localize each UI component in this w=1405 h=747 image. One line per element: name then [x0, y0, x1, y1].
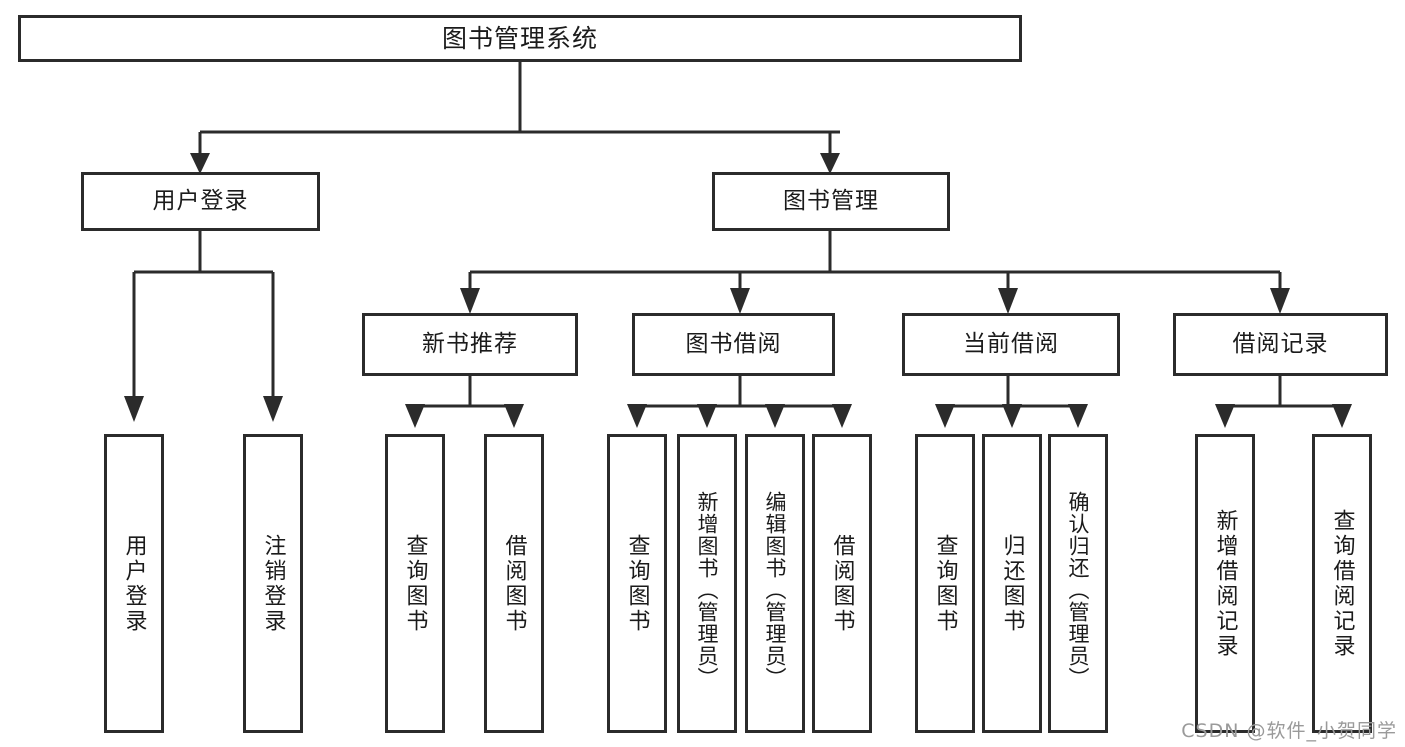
node-leaf-user-login[interactable]: 用户登录 [104, 434, 164, 733]
arrow-leaf-user-logout [263, 396, 283, 422]
node-leaf-rec-borrow-label: 借阅图书 [501, 533, 527, 634]
node-current-borrow-label: 当前借阅 [963, 331, 1059, 358]
node-leaf-rec-query-label: 查询图书 [402, 533, 428, 634]
node-leaf-rec-add-label: 新增借阅记录 [1212, 508, 1238, 659]
arrow-new-book-rec [460, 288, 480, 314]
arrow-leaf-rec-query-record [1332, 404, 1352, 428]
node-leaf-rec-query-record-label: 查询借阅记录 [1329, 508, 1355, 659]
arrow-current-borrow [998, 288, 1018, 314]
node-current-borrow[interactable]: 当前借阅 [902, 313, 1120, 376]
arrow-book-manage [820, 153, 840, 174]
arrow-book-borrow [730, 288, 750, 314]
node-book-borrow-label: 图书借阅 [685, 331, 782, 358]
node-leaf-borrow-edit-label: 编辑图书（管理员） [763, 490, 788, 689]
node-leaf-borrow-edit[interactable]: 编辑图书（管理员） [745, 434, 805, 733]
node-leaf-cur-query[interactable]: 查询图书 [915, 434, 975, 733]
node-root[interactable]: 图书管理系统 [18, 15, 1022, 62]
node-borrow-record[interactable]: 借阅记录 [1173, 313, 1388, 376]
arrow-leaf-borrow-query [627, 404, 647, 428]
node-leaf-borrow-query[interactable]: 查询图书 [607, 434, 667, 733]
node-leaf-cur-confirm[interactable]: 确认归还（管理员） [1048, 434, 1108, 733]
arrow-borrow-record [1270, 288, 1290, 314]
node-leaf-user-logout-label: 注销登录 [260, 533, 286, 634]
node-leaf-cur-confirm-label: 确认归还（管理员） [1066, 490, 1091, 689]
node-user-login-label: 用户登录 [152, 188, 249, 215]
arrow-leaf-cur-query [935, 404, 955, 428]
node-book-manage-label: 图书管理 [783, 188, 879, 215]
node-user-login[interactable]: 用户登录 [81, 172, 320, 231]
node-leaf-cur-return[interactable]: 归还图书 [982, 434, 1042, 733]
node-leaf-user-login-label: 用户登录 [121, 533, 147, 634]
node-book-borrow[interactable]: 图书借阅 [632, 313, 835, 376]
node-leaf-borrow-add[interactable]: 新增图书（管理员） [677, 434, 737, 733]
node-leaf-borrow-add-label: 新增图书（管理员） [695, 490, 720, 689]
node-leaf-rec-borrow[interactable]: 借阅图书 [484, 434, 544, 733]
arrow-leaf-cur-return [1002, 404, 1022, 428]
watermark-text: CSDN @软件_小贺同学 [1181, 720, 1397, 742]
arrow-leaf-user-login [124, 396, 144, 422]
arrow-leaf-borrow-lend [832, 404, 852, 428]
node-book-manage[interactable]: 图书管理 [712, 172, 950, 231]
arrow-leaf-rec-borrow [504, 404, 524, 428]
arrow-user-login [190, 153, 210, 174]
node-leaf-borrow-lend-label: 借阅图书 [829, 533, 855, 634]
node-new-book-rec-label: 新书推荐 [422, 331, 518, 358]
node-leaf-cur-return-label: 归还图书 [999, 533, 1025, 634]
arrow-leaf-borrow-edit [765, 404, 785, 428]
node-new-book-rec[interactable]: 新书推荐 [362, 313, 578, 376]
arrow-leaf-cur-confirm [1068, 404, 1088, 428]
arrow-leaf-rec-query [405, 404, 425, 428]
node-leaf-user-logout[interactable]: 注销登录 [243, 434, 303, 733]
node-root-label: 图书管理系统 [441, 23, 598, 53]
node-leaf-rec-query[interactable]: 查询图书 [385, 434, 445, 733]
node-leaf-rec-add[interactable]: 新增借阅记录 [1195, 434, 1255, 733]
arrow-leaf-borrow-add [697, 404, 717, 428]
node-leaf-cur-query-label: 查询图书 [932, 533, 958, 634]
arrow-leaf-rec-add [1215, 404, 1235, 428]
node-leaf-borrow-lend[interactable]: 借阅图书 [812, 434, 872, 733]
node-leaf-borrow-query-label: 查询图书 [624, 533, 650, 634]
node-borrow-record-label: 借阅记录 [1232, 331, 1329, 358]
node-leaf-rec-query-record[interactable]: 查询借阅记录 [1312, 434, 1372, 733]
